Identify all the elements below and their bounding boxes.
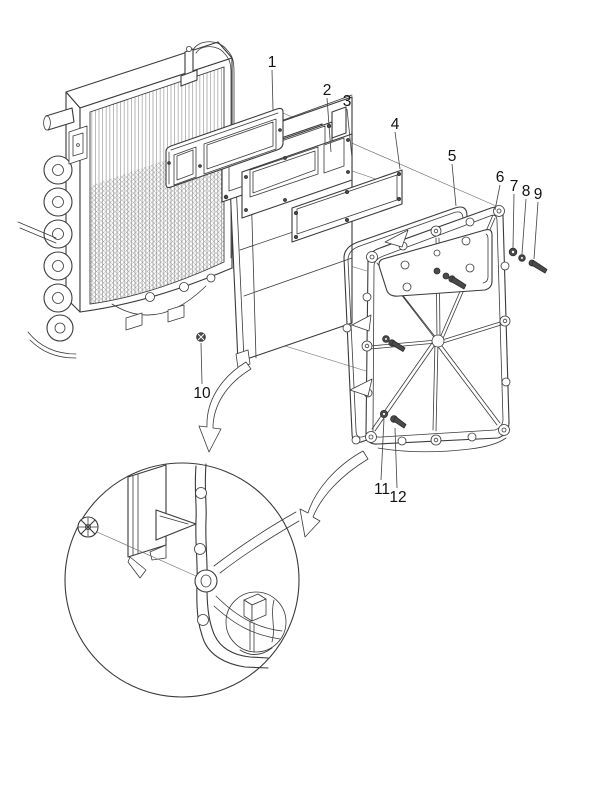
detail-clip-circle — [225, 591, 287, 655]
exchanger-access-panel — [68, 125, 88, 165]
part-leader-5 — [451, 163, 457, 207]
detail-arrows — [198, 361, 369, 538]
part-label-6: 6 — [496, 169, 505, 186]
part-label-11: 11 — [374, 481, 390, 498]
part-leader-8 — [521, 198, 527, 255]
part-gasket-4 — [291, 169, 403, 243]
detail-cross-screw — [77, 516, 197, 577]
heat-exchanger-core — [17, 41, 235, 359]
detail-arrow-left — [198, 361, 252, 453]
part-label-5: 5 — [448, 148, 457, 165]
sensor-cable — [192, 41, 235, 259]
part-label-7: 7 — [510, 178, 519, 195]
part-label-3: 3 — [343, 93, 352, 110]
fastener-7-washer — [508, 247, 518, 257]
detail-gasket-strands — [213, 511, 300, 640]
part-leader-9 — [533, 201, 539, 260]
part-frame-1 — [165, 107, 284, 189]
fastener-10-screw — [196, 332, 206, 342]
exchanger-pipe-elbows — [17, 107, 77, 359]
part-leader-3 — [346, 108, 353, 159]
cover-mid-fasteners — [382, 335, 406, 352]
part-label-12: 12 — [389, 489, 406, 506]
cover-wing-top — [384, 229, 409, 248]
part-label-10: 10 — [193, 385, 211, 402]
detail-eyelet — [194, 569, 218, 593]
detail-arrow-right — [299, 450, 369, 538]
detail-circle-outline — [64, 462, 300, 698]
part-leader-6 — [494, 184, 501, 211]
fastener-8-nut — [518, 254, 526, 262]
part-seal-5 — [342, 206, 474, 445]
part-label-8: 8 — [522, 183, 531, 200]
part-cover-6 — [349, 205, 511, 453]
part-frame-3 — [241, 133, 353, 219]
exchanger-bottom-features — [111, 273, 216, 331]
part-leader-2 — [326, 97, 332, 153]
part-label-9: 9 — [534, 186, 543, 203]
fastener-9-screw — [528, 259, 548, 274]
exchanger-mesh — [90, 140, 224, 304]
part-label-4: 4 — [391, 116, 400, 133]
cover-wing-mid — [351, 314, 372, 332]
fastener-11 — [379, 409, 388, 418]
part-leader-4 — [394, 131, 401, 170]
part-leader-11 — [380, 418, 385, 481]
detail-view-circle — [64, 462, 300, 698]
part-leader-10 — [200, 342, 203, 385]
bracket-screw — [448, 275, 467, 290]
part-leader-12 — [394, 427, 398, 489]
temp-sensor — [180, 46, 198, 87]
cover-wing-low — [349, 378, 373, 397]
part-label-2: 2 — [323, 82, 332, 99]
part-label-1: 1 — [268, 54, 277, 71]
cover-top-bracket — [378, 229, 493, 297]
fastener-12 — [390, 415, 407, 429]
part-leader-1 — [271, 69, 274, 111]
part-leader-7 — [512, 193, 515, 249]
